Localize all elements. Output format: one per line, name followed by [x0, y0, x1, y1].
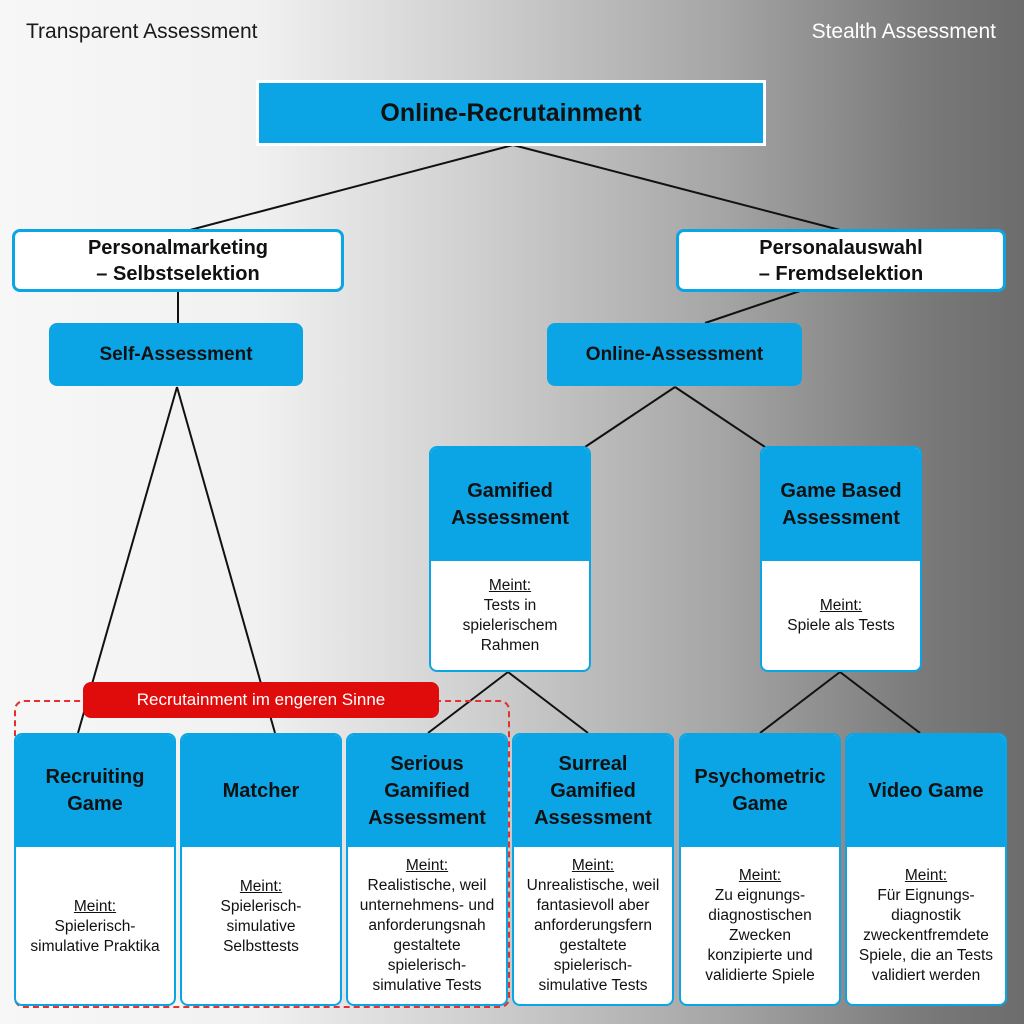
- edge-self-matcher: [176, 386, 276, 734]
- edge-gamified-serious: [427, 671, 509, 734]
- video-game-description: Für Eignungs- diagnostik zweckentfremdet…: [858, 887, 994, 984]
- serious-gamified-description: Realistische, weil unternehmens- und anf…: [359, 877, 495, 994]
- card-serious-gamified-assessment: Serious Gamified Assessment Meint: Reali…: [346, 733, 508, 1006]
- edge-root-right: [512, 144, 841, 231]
- psychometric-game-meint-label: Meint:: [738, 867, 782, 884]
- edge-self-recruitinggame: [77, 386, 178, 734]
- personalauswahl-line1: Personalauswahl: [759, 236, 923, 259]
- online-assessment-label: Online-Assessment: [585, 343, 764, 365]
- root-online-recrutainment: Online-Recrutainment: [256, 80, 766, 146]
- matcher-meint-label: Meint:: [239, 878, 283, 895]
- video-game-title: Video Game: [847, 735, 1005, 847]
- edge-online-gamebased: [674, 386, 766, 448]
- recruiting-game-description: Spielerisch- simulative Praktika: [30, 918, 160, 955]
- node-personalmarketing: Personalmarketing – Selbstselektion: [12, 229, 344, 292]
- card-recruiting-game: Recruiting Game Meint: Spielerisch- simu…: [14, 733, 176, 1006]
- matcher-title: Matcher: [182, 735, 340, 847]
- card-video-game: Video Game Meint: Für Eignungs- diagnost…: [845, 733, 1007, 1006]
- recruiting-game-meint-label: Meint:: [73, 898, 117, 915]
- edge-root-left: [189, 144, 514, 231]
- card-surreal-gamified-assessment: Surreal Gamified Assessment Meint: Unrea…: [512, 733, 674, 1006]
- stealth-assessment-label: Stealth Assessment: [811, 20, 996, 43]
- edge-right1-onlineassessment: [704, 290, 801, 324]
- edge-gamebased-psychometric: [759, 671, 841, 734]
- gamified-meint-label: Meint:: [488, 577, 532, 594]
- edge-gamified-surreal: [507, 671, 589, 734]
- recrutainment-narrow-badge: Recrutainment im engeren Sinne: [83, 682, 439, 718]
- root-label: Online-Recrutainment: [380, 98, 642, 127]
- gamebased-meint-label: Meint:: [819, 597, 863, 614]
- serious-gamified-title: Serious Gamified Assessment: [348, 735, 506, 847]
- gamified-description: Tests in spielerischem Rahmen: [462, 597, 558, 654]
- node-personalauswahl: Personalauswahl – Fremdselektion: [676, 229, 1006, 292]
- transparent-assessment-label: Transparent Assessment: [26, 20, 258, 43]
- psychometric-game-title: Psychometric Game: [681, 735, 839, 847]
- node-self-assessment: Self-Assessment: [49, 323, 303, 386]
- personalmarketing-line1: Personalmarketing: [87, 236, 269, 259]
- edge-online-gamified: [584, 386, 676, 448]
- recrutainment-narrow-label: Recrutainment im engeren Sinne: [136, 690, 386, 709]
- recruiting-game-title: Recruiting Game: [16, 735, 174, 847]
- card-matcher: Matcher Meint: Spielerisch- simulative S…: [180, 733, 342, 1006]
- gamebased-title: Game Based Assessment: [762, 448, 920, 561]
- surreal-gamified-meint-label: Meint:: [571, 857, 615, 874]
- personalmarketing-line2: – Selbstselektion: [96, 262, 260, 285]
- serious-gamified-meint-label: Meint:: [405, 857, 449, 874]
- surreal-gamified-title: Surreal Gamified Assessment: [514, 735, 672, 847]
- surreal-gamified-description: Unrealistische, weil fantasievoll aber a…: [526, 877, 660, 994]
- personalauswahl-line2: – Fremdselektion: [758, 262, 924, 285]
- node-online-assessment: Online-Assessment: [547, 323, 802, 386]
- edge-gamebased-videogame: [839, 671, 921, 734]
- psychometric-game-description: Zu eignungs- diagnostischen Zwecken konz…: [705, 887, 815, 984]
- card-gamified-assessment: Gamified Assessment Meint: Tests in spie…: [429, 446, 591, 672]
- card-game-based-assessment: Game Based Assessment Meint: Spiele als …: [760, 446, 922, 672]
- video-game-meint-label: Meint:: [904, 867, 948, 884]
- self-assessment-label: Self-Assessment: [99, 343, 253, 365]
- gamified-title: Gamified Assessment: [431, 448, 589, 561]
- matcher-description: Spielerisch- simulative Selbsttests: [220, 898, 302, 955]
- card-psychometric-game: Psychometric Game Meint: Zu eignungs- di…: [679, 733, 841, 1006]
- gamebased-description: Spiele als Tests: [787, 617, 895, 634]
